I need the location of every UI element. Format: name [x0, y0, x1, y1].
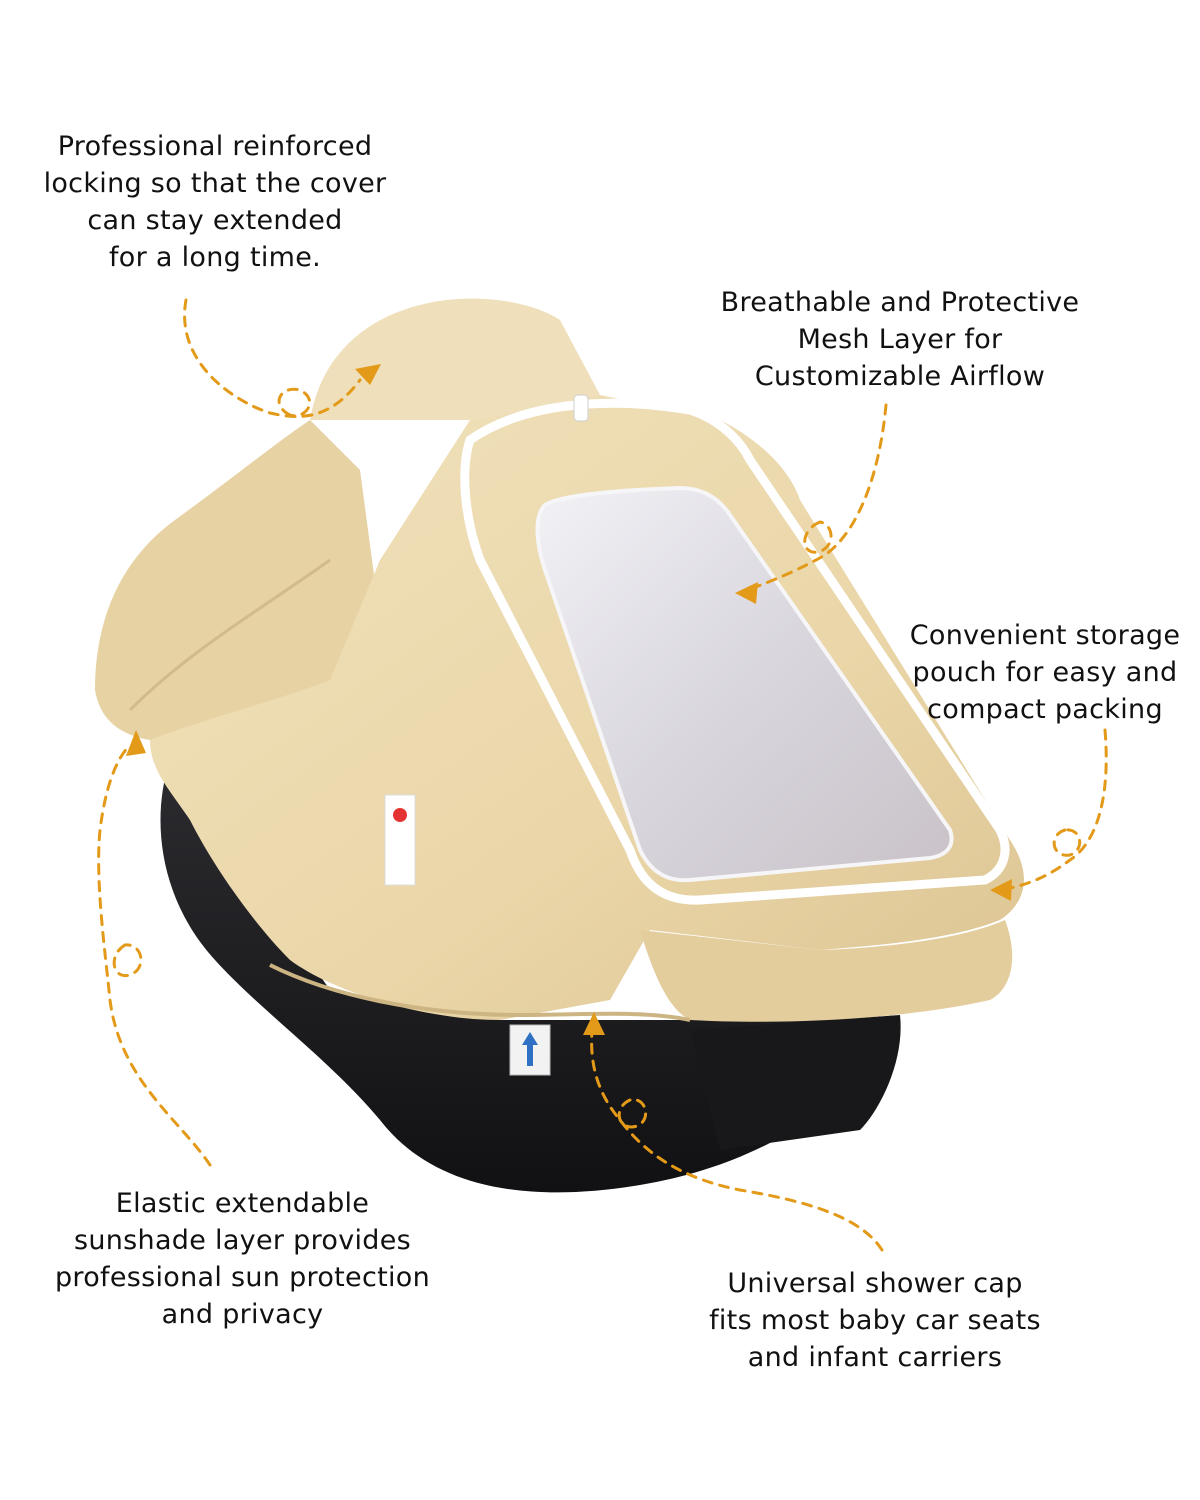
callout-line: pouch for easy and	[912, 657, 1178, 688]
callout-universal: Universal shower cap fits most baby car …	[690, 1265, 1060, 1376]
callout-line: and privacy	[161, 1299, 324, 1330]
arrowhead-sunshade	[126, 730, 146, 756]
car-seat-base	[160, 760, 901, 1193]
connector-arrows	[97, 298, 1108, 1252]
callout-line: Universal shower cap	[727, 1268, 1023, 1299]
base-sticker	[509, 1024, 551, 1076]
brand-tag	[384, 794, 416, 886]
callout-line: Elastic extendable	[115, 1188, 370, 1219]
callout-line: professional sun protection	[54, 1262, 431, 1293]
callout-mesh: Breathable and Protective Mesh Layer for…	[700, 284, 1100, 395]
zipper-pull	[573, 394, 589, 422]
callout-line: Customizable Airflow	[754, 361, 1046, 392]
callout-line: can stay extended	[87, 205, 343, 236]
arrowhead-mesh	[735, 582, 758, 604]
callout-line: compact packing	[927, 694, 1163, 725]
callout-storage: Convenient storage pouch for easy and co…	[900, 617, 1190, 728]
callout-line: Breathable and Protective	[720, 287, 1080, 318]
callout-line: Convenient storage	[909, 620, 1181, 651]
callout-line: Professional reinforced	[57, 131, 373, 162]
arrow-universal	[590, 1028, 884, 1252]
callout-sunshade: Elastic extendable sunshade layer provid…	[40, 1185, 445, 1333]
callout-line: and infant carriers	[747, 1342, 1003, 1373]
mesh-window	[460, 394, 1010, 905]
arrow-locking	[183, 298, 362, 418]
arrowhead-universal	[583, 1012, 605, 1035]
callout-line: for a long time.	[108, 242, 322, 273]
callout-line: locking so that the cover	[43, 168, 387, 199]
callout-locking: Professional reinforced locking so that …	[20, 128, 410, 276]
callout-line: sunshade layer provides	[73, 1225, 412, 1256]
callout-line: fits most baby car seats	[709, 1305, 1041, 1336]
arrowhead-locking	[355, 364, 381, 385]
callout-line: Mesh Layer for	[797, 324, 1003, 355]
arrow-sunshade	[97, 743, 212, 1167]
arrow-storage	[998, 728, 1108, 892]
arrow-mesh	[746, 403, 888, 592]
arrowhead-storage	[990, 879, 1012, 901]
